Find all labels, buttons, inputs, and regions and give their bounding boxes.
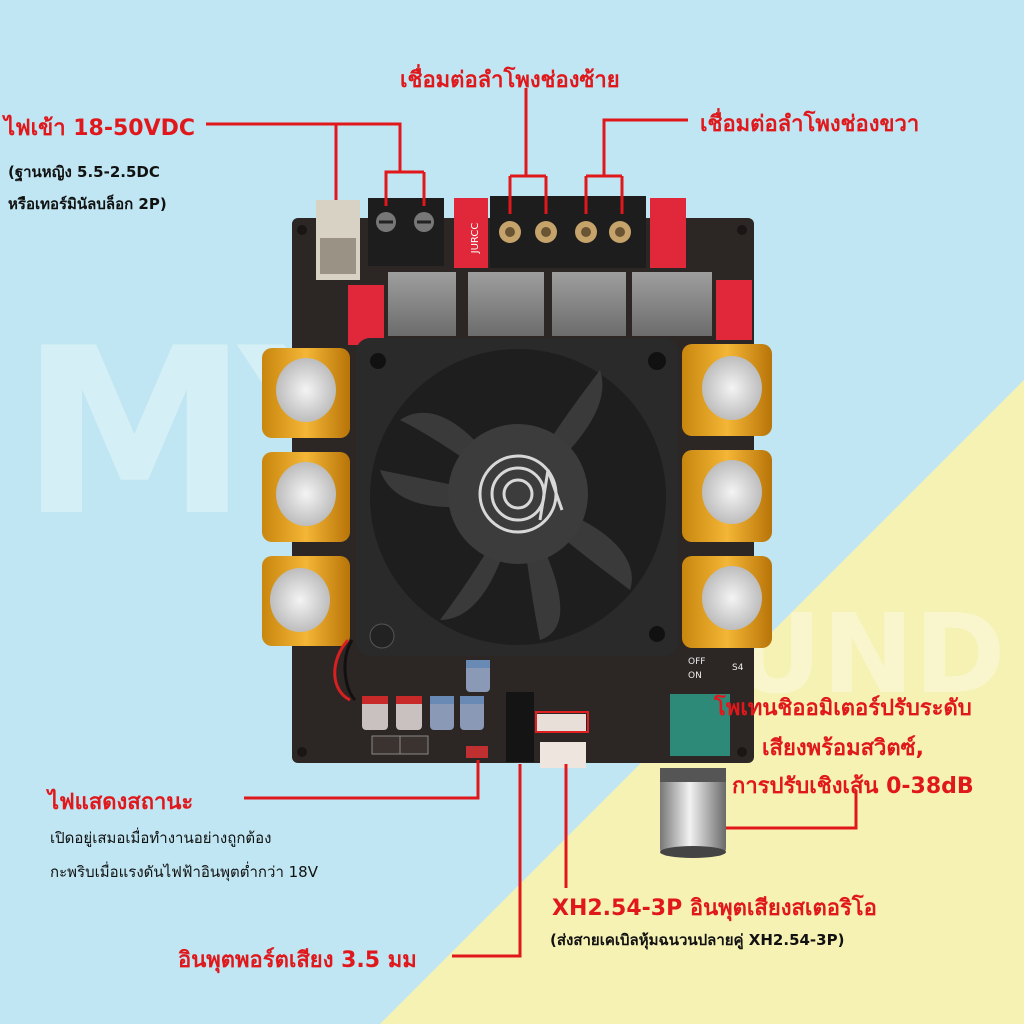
potentiometer-label-2: เสียงพร้อมสวิตซ์, <box>762 736 924 761</box>
status-led-sub-2: กะพริบเมื่อแรงดันไฟฟ้าอินพุตต่ำกว่า 18V <box>50 863 318 881</box>
relay-1: JURCC <box>454 198 488 268</box>
capacitor-right-2 <box>682 450 772 542</box>
capacitor-right-1 <box>682 344 772 436</box>
xh-input-label: XH2.54-3P อินพุตเสียงสเตอริโอ <box>552 896 877 921</box>
audio-jack <box>506 692 534 762</box>
dc-jack <box>316 200 360 280</box>
power-terminal <box>368 198 444 266</box>
audio-jack-label: อินพุตพอร์ตเสียง 3.5 มม <box>178 948 417 973</box>
relay-4 <box>716 280 752 340</box>
cooling-fan <box>356 338 678 656</box>
svg-text:OFF: OFF <box>688 657 705 667</box>
capacitor-left-2 <box>262 452 350 542</box>
capacitor-left-1 <box>262 348 350 438</box>
xh-input-sub: (ส่งสายเคเบิลหุ้มฉนวนปลายคู่ XH2.54-3P) <box>550 931 845 949</box>
status-led <box>466 746 488 758</box>
relay-3 <box>348 285 384 345</box>
left-speaker-label: เชื่อมต่อลำโพงช่องซ้าย <box>400 68 620 93</box>
svg-text:ON: ON <box>688 671 702 681</box>
potentiometer-label-3: การปรับเชิงเส้น 0-38dB <box>732 774 974 799</box>
right-speaker-terminal <box>570 196 646 268</box>
power-input-sub-2: หรือเทอร์มินัลบล็อก 2P) <box>8 195 167 213</box>
relay-2 <box>650 198 686 268</box>
capacitor-right-3 <box>682 556 772 648</box>
left-speaker-terminal <box>490 196 570 268</box>
potentiometer-label-1: โพเทนชิออมิเตอร์ปรับระดับ <box>714 696 972 721</box>
potentiometer <box>660 694 730 858</box>
status-led-sub-1: เปิดอยู่เสมอเมื่อทำงานอย่างถูกต้อง <box>50 829 272 847</box>
capacitor-left-3 <box>262 556 350 646</box>
xh-connector <box>536 714 586 768</box>
inductor-row <box>388 272 712 336</box>
power-input-label: ไฟเข้า 18-50VDC <box>4 116 196 141</box>
right-speaker-label: เชื่อมต่อลำโพงช่องขวา <box>700 112 920 137</box>
svg-text:S4: S4 <box>732 663 744 673</box>
svg-text:JURCC: JURCC <box>470 223 481 255</box>
status-led-label: ไฟแสดงสถานะ <box>48 790 194 815</box>
switch-label: OFF ON S4 <box>688 657 744 681</box>
power-input-sub-1: (ฐานหญิง 5.5-2.5DC <box>8 163 160 181</box>
small-capacitors <box>362 660 490 755</box>
